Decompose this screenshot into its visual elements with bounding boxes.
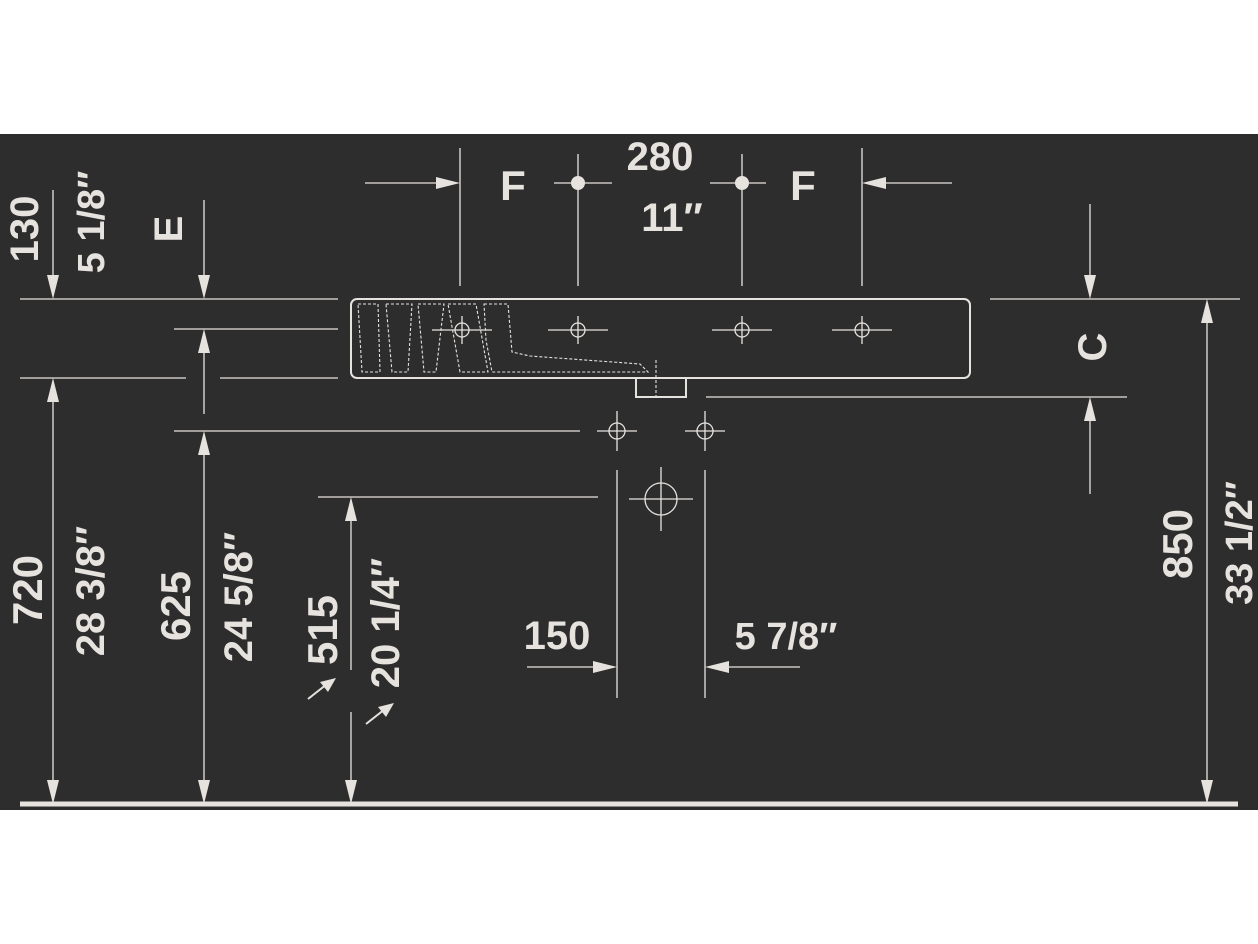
outlet-mm-label: 515 xyxy=(299,595,346,665)
drain-in-label: 24 5/8″ xyxy=(217,532,261,662)
right-dimension-lines xyxy=(990,204,1240,804)
height-in-label: 28 3/8″ xyxy=(69,526,113,656)
width-mm-label: 280 xyxy=(627,135,694,179)
letter-f-right: F xyxy=(790,162,816,209)
letter-f-left: F xyxy=(500,162,526,209)
total-height-mm-label: 850 xyxy=(1154,509,1201,579)
outlet-in-label: 20 1/4″ xyxy=(364,558,408,688)
drawing-background xyxy=(0,134,1258,810)
height-mm-label: 720 xyxy=(4,555,51,625)
left-dimension-lines xyxy=(20,190,598,804)
letter-c: C xyxy=(1071,333,1115,362)
drain-mm-label: 625 xyxy=(152,571,199,641)
offset-mm-label: 130 xyxy=(3,196,47,263)
center-dimension-lines xyxy=(527,396,1127,698)
offset-in-label: 5 1/8″ xyxy=(71,171,113,274)
total-height-in-label: 33 1/2″ xyxy=(1219,481,1258,605)
top-dimension-lines xyxy=(365,148,952,286)
letter-e: E xyxy=(147,216,191,243)
spacing-in-label: 5 7/8″ xyxy=(735,616,838,658)
spacing-mm-label: 150 xyxy=(524,614,591,658)
width-in-label: 11″ xyxy=(641,196,702,240)
basin-outline xyxy=(350,298,971,400)
tap-hole-marks xyxy=(432,316,892,344)
